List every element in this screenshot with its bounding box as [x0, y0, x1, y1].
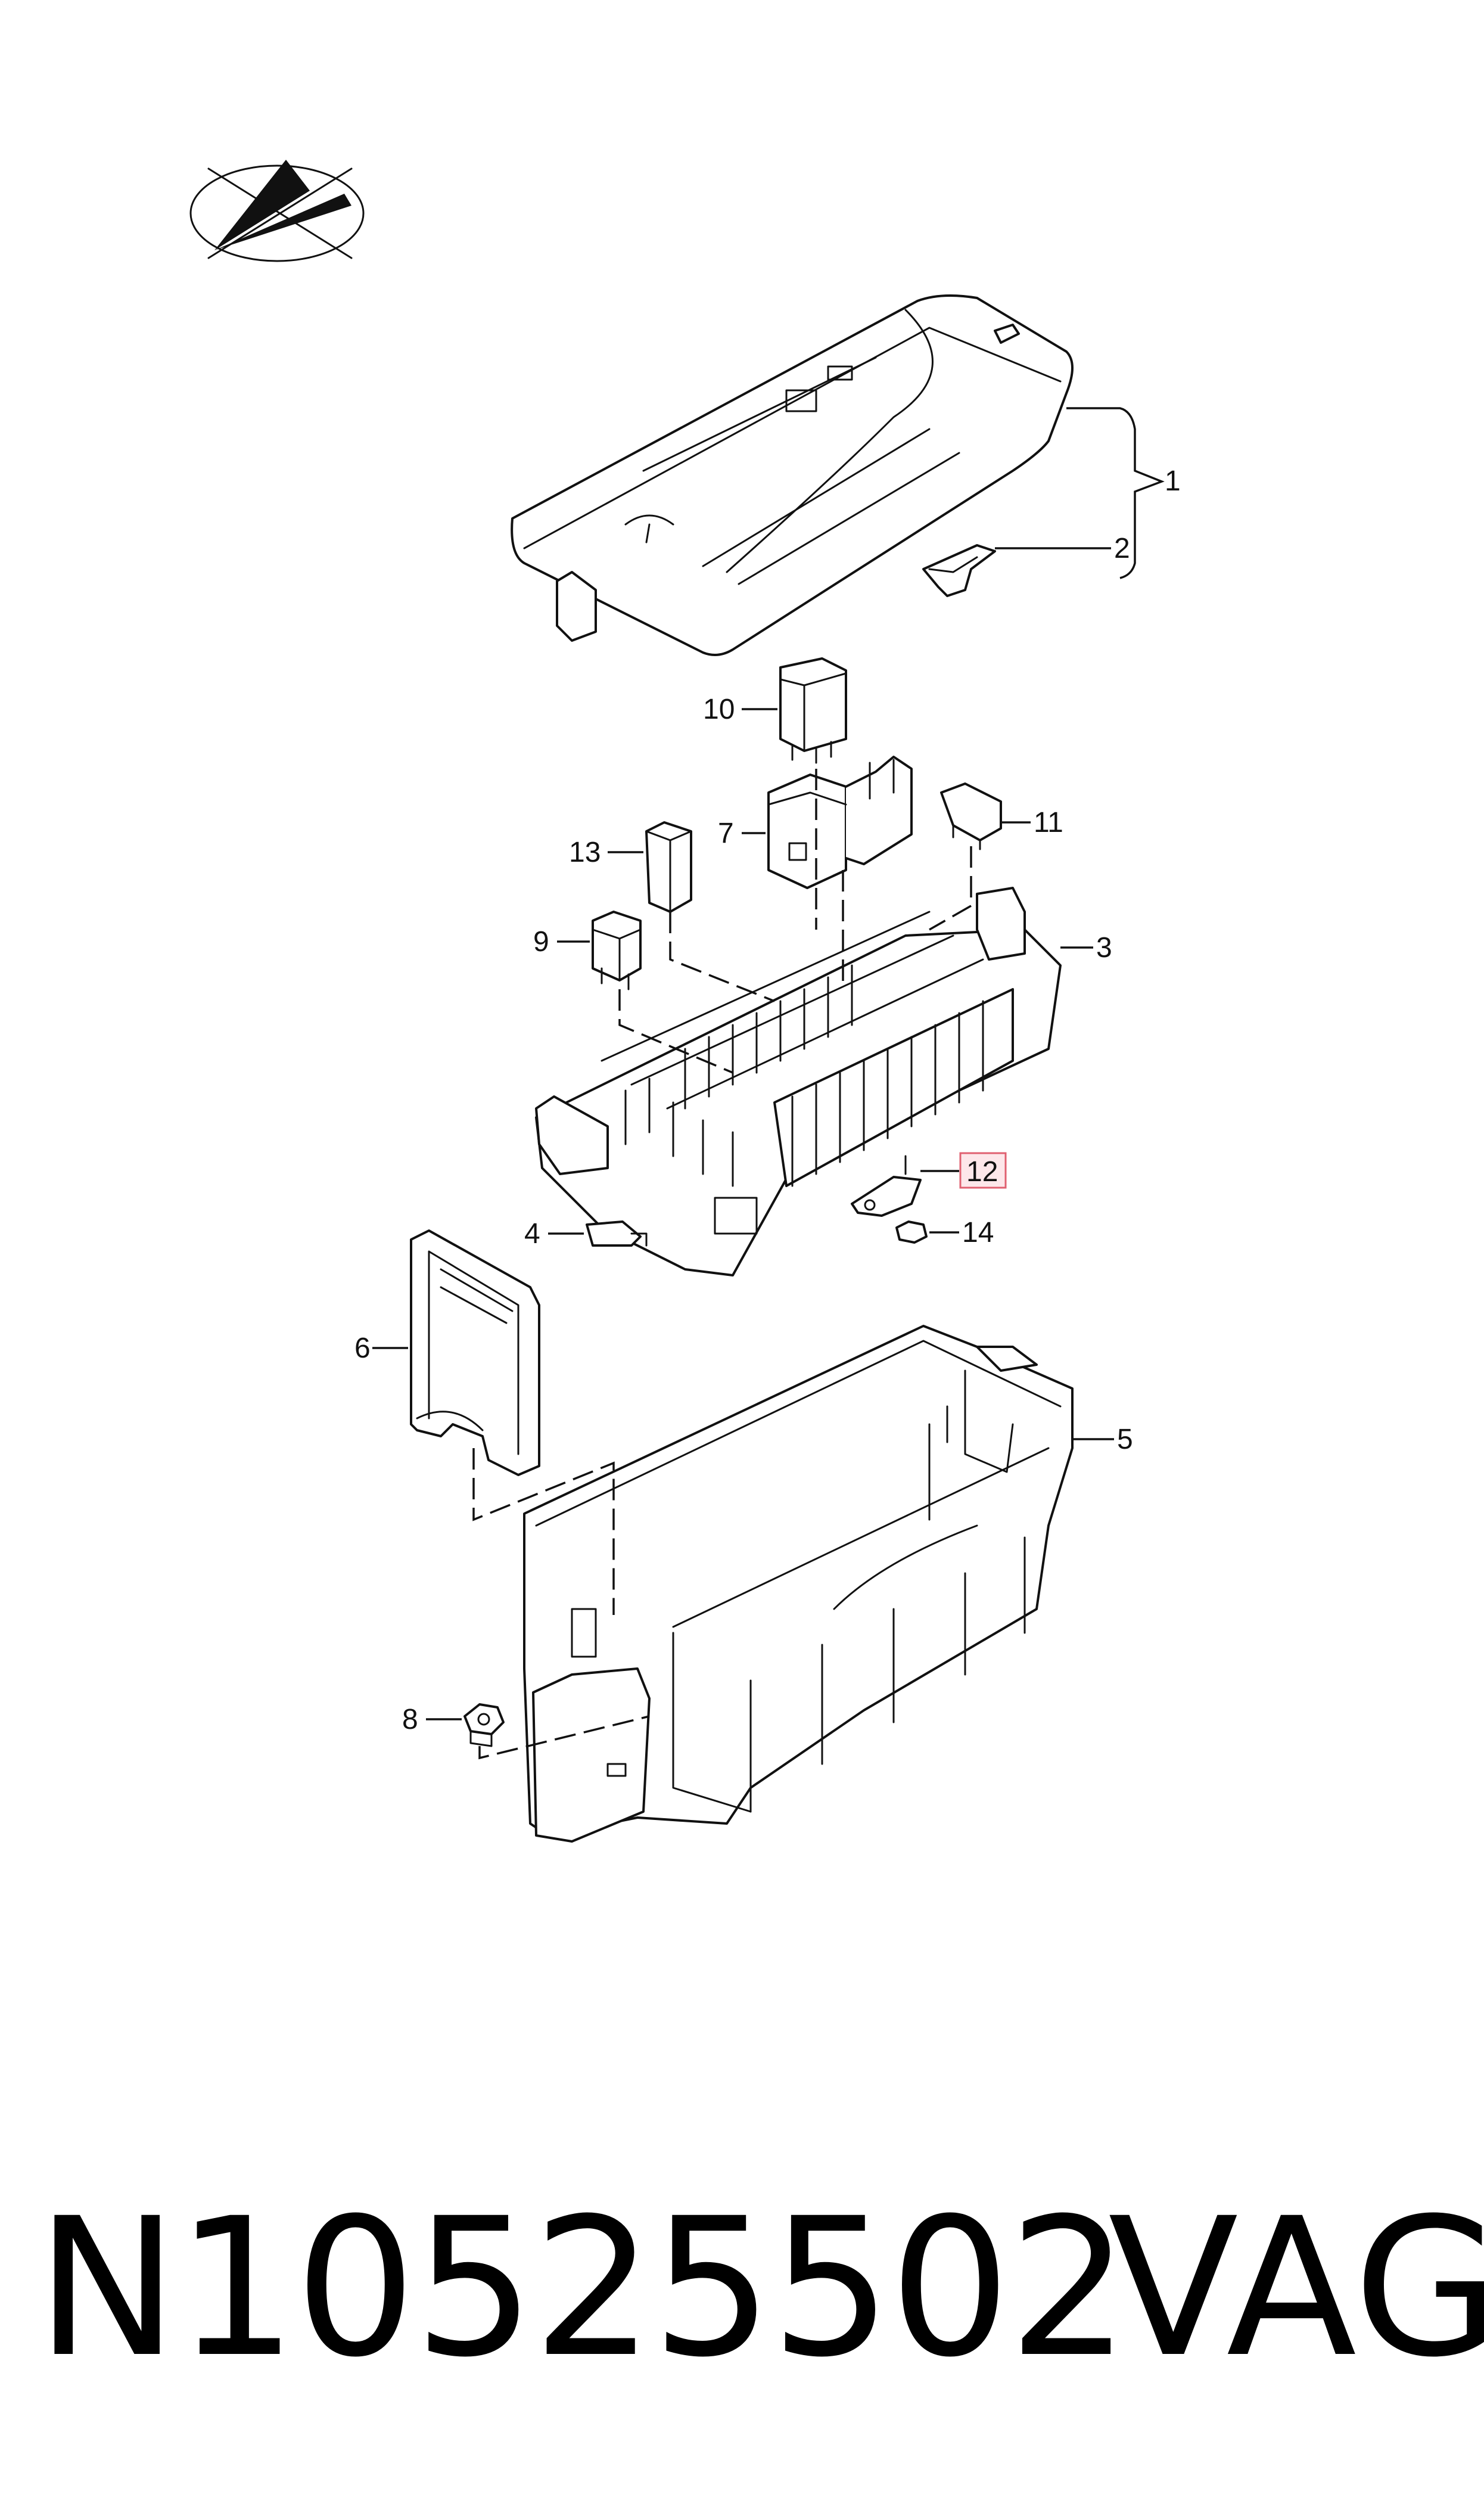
part-fuse-13 [645, 821, 692, 913]
part-side-cover-6 [410, 1229, 540, 1476]
part-bracket-12 [851, 1155, 922, 1217]
callout-14: 14 [962, 1217, 994, 1248]
callout-7: 7 [718, 818, 734, 849]
callout-1: 1 [1165, 465, 1181, 497]
callout-11: 11 [1034, 807, 1063, 838]
part-fuse-box [535, 887, 1062, 1276]
callout-2: 2 [1114, 533, 1130, 564]
part-nut-14 [895, 1220, 928, 1244]
part-plug-4 [586, 1220, 648, 1247]
part-number: N10525502 [36, 2178, 1130, 2399]
callout-6: 6 [354, 1333, 371, 1364]
part-relay-9 [592, 911, 642, 990]
part-base-housing [523, 1325, 1074, 1843]
compass-logo-icon [189, 160, 365, 262]
callout-3: 3 [1096, 932, 1112, 964]
part-fuse-11 [940, 782, 1002, 850]
callout-4: 4 [524, 1218, 540, 1250]
callout-10: 10 [703, 694, 735, 725]
part-cover [511, 294, 1074, 656]
part-relay-10 [779, 657, 847, 764]
callout-8: 8 [402, 1704, 418, 1735]
part-clip [922, 544, 996, 597]
part-nut-8 [463, 1703, 505, 1747]
callout-5: 5 [1117, 1424, 1133, 1455]
brand-name: VAG [1108, 2178, 1484, 2399]
callout-9: 9 [533, 926, 549, 958]
part-relay-carrier-7 [767, 756, 913, 889]
callout-13: 13 [569, 837, 601, 868]
callout-12-highlight [959, 1152, 1007, 1189]
callout-12: 12 [966, 1156, 998, 1188]
